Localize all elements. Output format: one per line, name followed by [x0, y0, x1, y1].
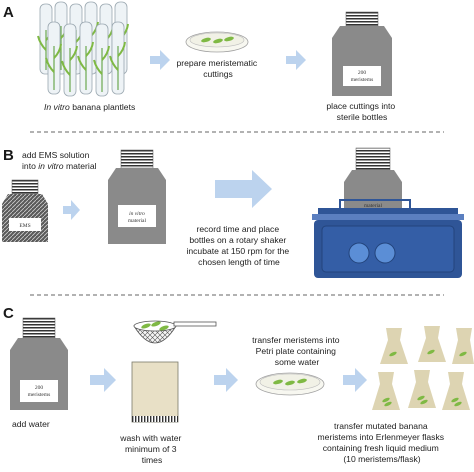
- erlenmeyer-flask: [442, 372, 470, 410]
- culture-tubes-cluster: [37, 1, 129, 97]
- bottle-unit-text: meristems: [351, 77, 374, 83]
- bottle-count-text: 200: [358, 70, 367, 76]
- rotary-shaker: material: [312, 147, 464, 278]
- culture-tube: [61, 23, 78, 97]
- bottle-count-text: 200: [35, 385, 44, 391]
- meristem-bottle: 200 meristems: [332, 11, 392, 96]
- sieve: [133, 320, 217, 344]
- flow-arrow: [214, 368, 238, 392]
- erlenmeyer-flask: [418, 326, 446, 362]
- petri-dish: [185, 31, 249, 53]
- panel-b-letter: B: [3, 147, 14, 164]
- transfer-petri-label: transfer meristems into Petri plate cont…: [252, 335, 342, 367]
- plantlets-label: In vitro banana plantlets: [44, 102, 135, 112]
- add-water-label: add water: [12, 419, 50, 429]
- material-bottle-line2: material: [128, 218, 146, 224]
- culture-tube: [45, 21, 62, 95]
- transfer-flasks-label: transfer mutated banana meristems into E…: [318, 421, 447, 464]
- flow-arrow: [215, 170, 272, 208]
- meristem-bottle: 200 meristems: [10, 317, 68, 410]
- material-bottle-line1: in vitro: [129, 211, 145, 217]
- ems-bottle-text: EMS: [19, 223, 30, 229]
- culture-tube: [77, 21, 94, 95]
- petri-dish: [255, 372, 325, 396]
- flow-arrow: [286, 50, 306, 70]
- shaker-bottle-text: material: [364, 203, 382, 209]
- beaker: [131, 361, 179, 423]
- place-cuttings-label: place cuttings into sterile bottles: [326, 101, 397, 122]
- erlenmeyer-flask: [408, 370, 436, 408]
- culture-tube: [93, 23, 110, 97]
- ems-bottle: EMS: [2, 179, 48, 242]
- wash-label: wash with water minimum of 3 times: [119, 433, 184, 465]
- bottle-unit-text: meristems: [28, 392, 51, 398]
- add-ems-label: add EMS solution into in vitro material: [22, 150, 97, 171]
- record-time-label: record time and place bottles on a rotar…: [186, 224, 291, 267]
- cuttings-label: prepare meristematic cuttings: [176, 58, 259, 79]
- flow-arrow: [150, 50, 170, 70]
- culture-tube: [109, 21, 126, 95]
- erlenmeyer-flask: [452, 328, 474, 364]
- flow-arrow: [63, 200, 80, 220]
- erlenmeyer-flask: [372, 372, 400, 410]
- panel-a-letter: A: [3, 4, 14, 21]
- erlenmeyer-flask: [380, 328, 408, 364]
- flow-arrow: [343, 368, 367, 392]
- panel-c-letter: C: [3, 305, 14, 322]
- in-vitro-material-bottle: in vitro material: [108, 149, 166, 244]
- flow-arrow: [90, 368, 116, 392]
